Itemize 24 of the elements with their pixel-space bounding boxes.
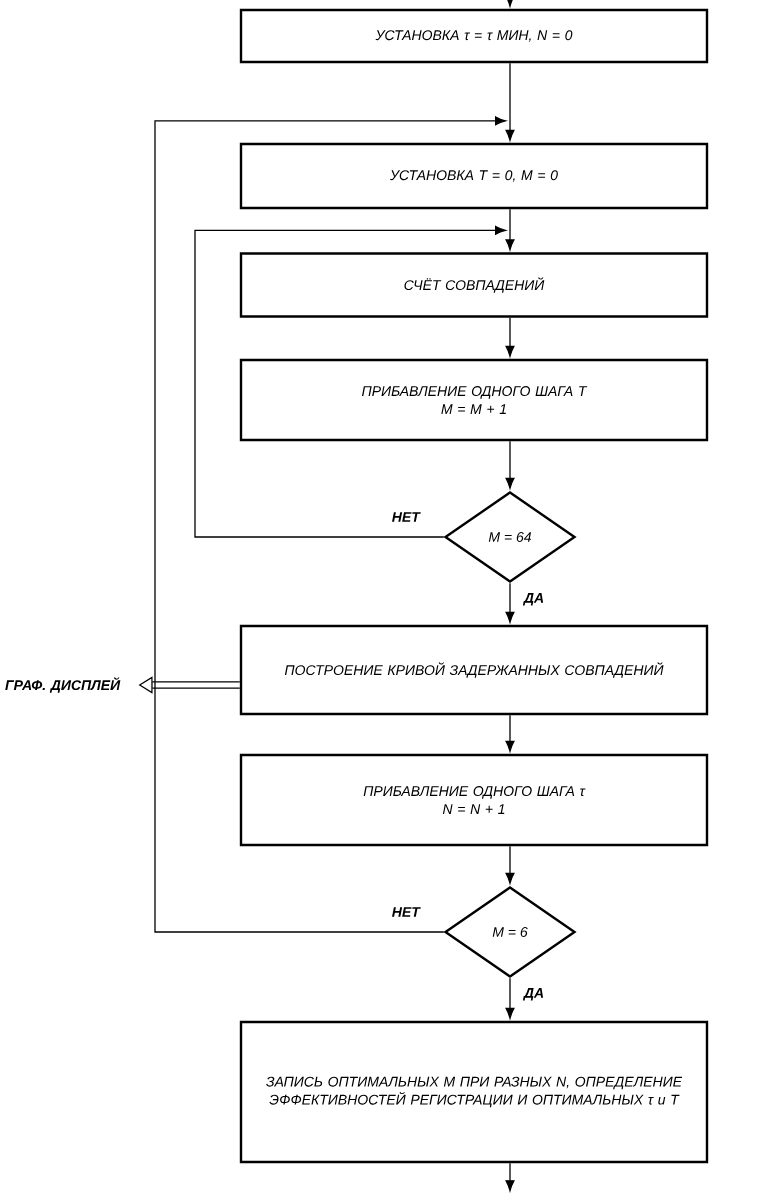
output-label: ГРАФ. ДИСПЛЕЙ [5, 677, 121, 693]
process-box: УСТАНОВКА T = 0, M = 0 [239, 142, 709, 210]
edge-label: НЕТ [392, 907, 421, 917]
arrow [505, 0, 515, 7]
process-box: ПРИБАВЛЕНИЕ ОДНОГО ШАГА τ N = N + 1 [239, 753, 709, 847]
arrow [505, 582, 515, 623]
arrow [505, 317, 515, 357]
process-box: ПОСТРОЕНИЕ КРИВОЙ ЗАДЕРЖАННЫХ СОВПАДЕНИЙ [239, 624, 709, 716]
arrow [505, 845, 515, 884]
arrow [505, 977, 515, 1019]
loop-arrow [194, 225, 507, 538]
edge-label: ДА [522, 593, 544, 606]
edge-label: НЕТ [392, 512, 421, 522]
process-box: СЧЁТ СОВПАДЕНИЙ [239, 252, 709, 318]
arrow [505, 1162, 515, 1192]
loop-arrow [154, 116, 507, 933]
arrow [505, 62, 515, 141]
arrow [505, 208, 515, 251]
arrow [505, 714, 515, 752]
process-box: ПРИБАВЛЕНИЕ ОДНОГО ШАГА T M = M + 1 [239, 358, 709, 442]
process-box: ЗАПИСЬ ОПТИМАЛЬНЫХ M ПРИ РАЗНЫХ N, ОПРЕДЕЛЕНИЕ ЭФФЕКТИВНОСТЕЙ РЕГИСТРАЦИИ И ОПТИМАЛЬНЫХ τ и T [239, 1020, 709, 1164]
edge-label: ДА [522, 988, 544, 1001]
arrow [505, 440, 515, 489]
process-box: УСТАНОВКА τ = τ МИН, N = 0 [239, 8, 709, 64]
